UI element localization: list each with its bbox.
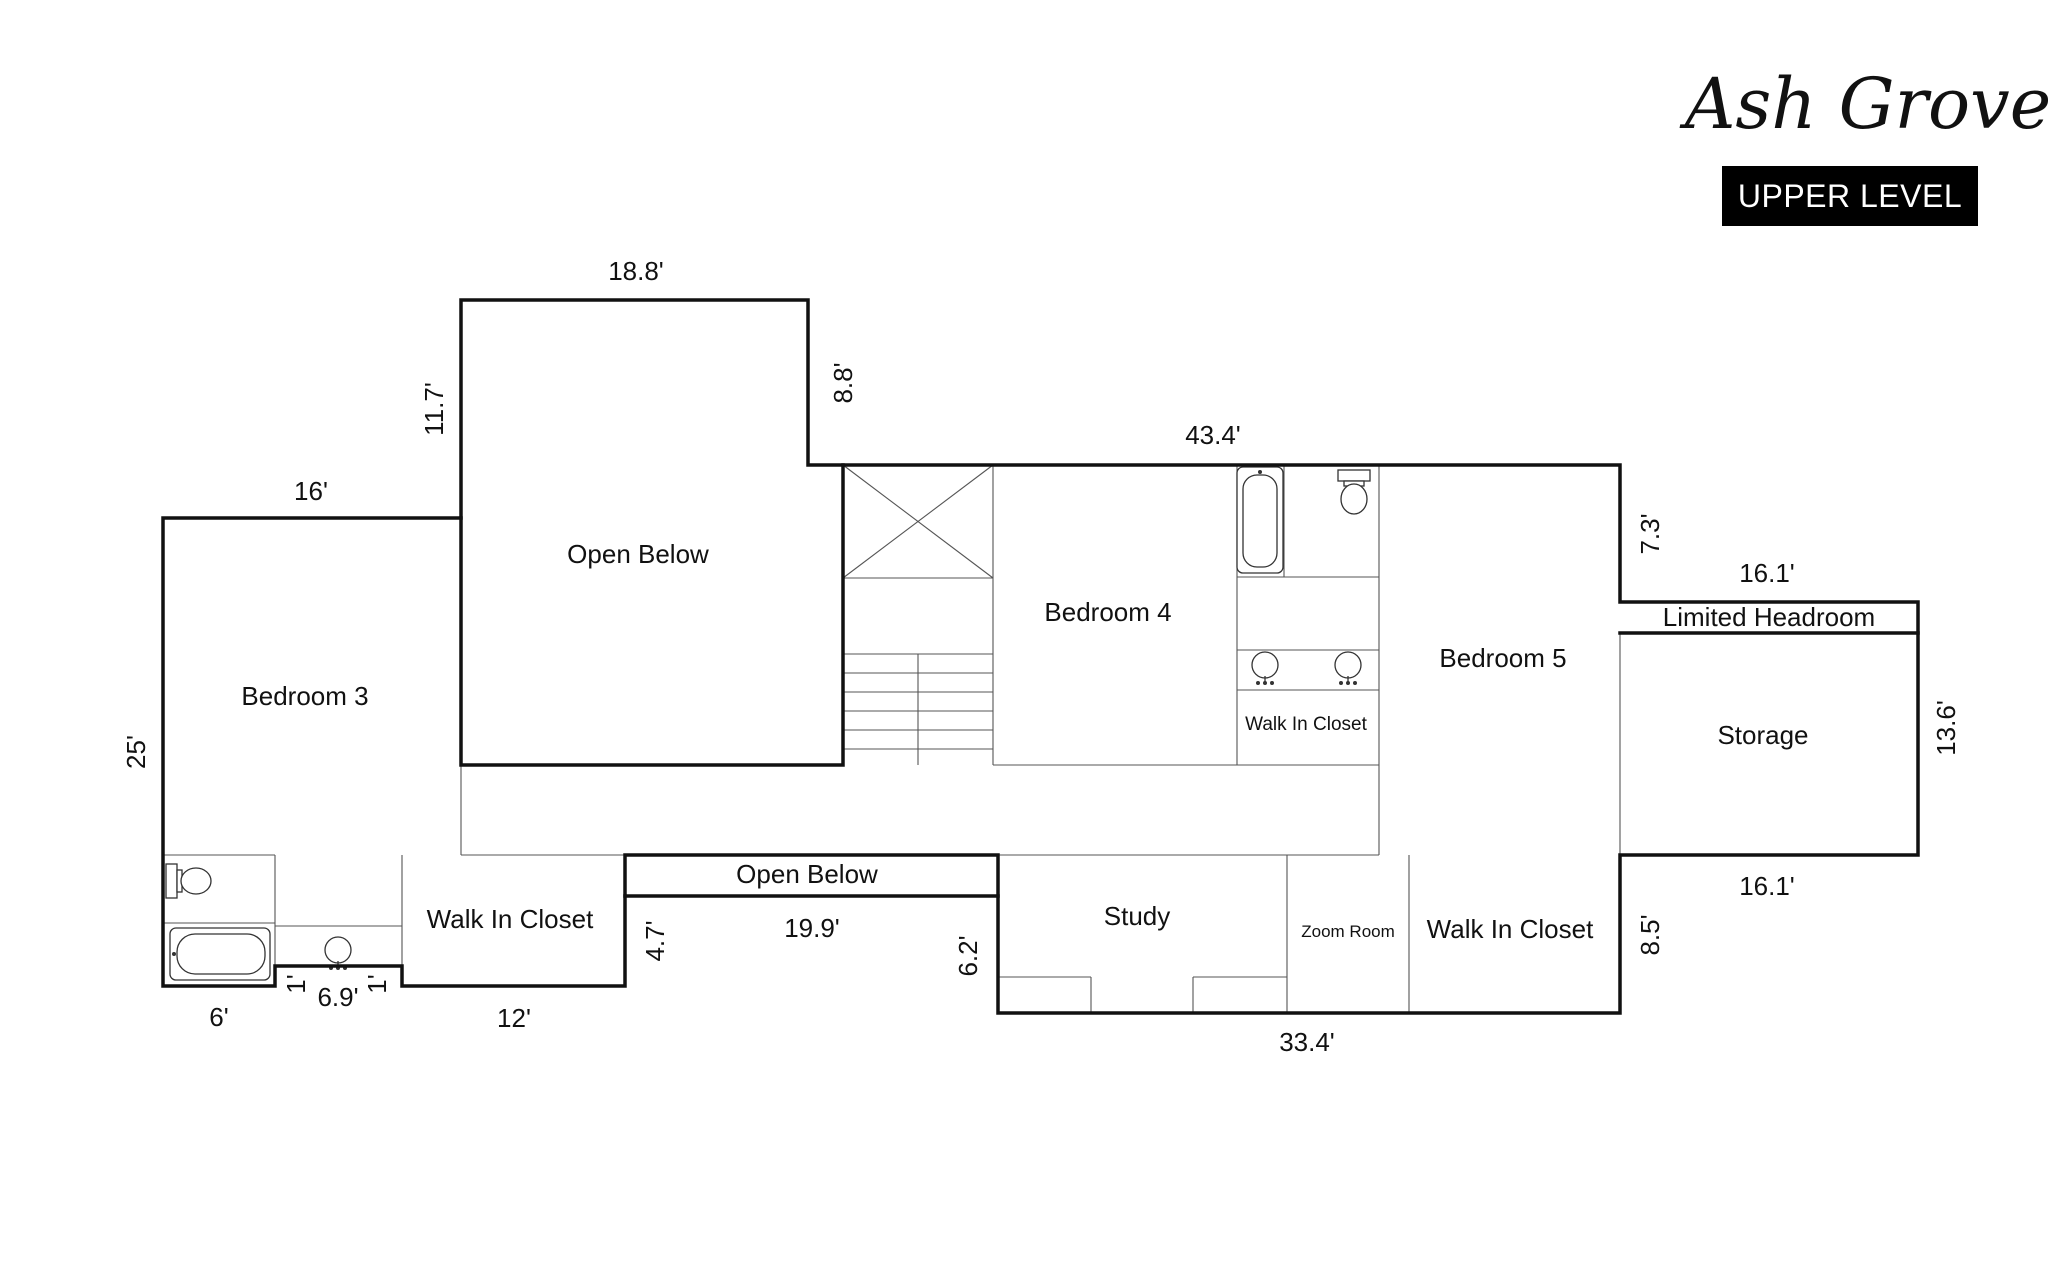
toilet-icon bbox=[1337, 469, 1371, 515]
bathtub-icon bbox=[1236, 466, 1284, 574]
room-label-storage: Storage bbox=[1717, 720, 1808, 750]
room-label-bedroom-3: Bedroom 3 bbox=[241, 681, 368, 711]
dimension-label: 1' bbox=[362, 974, 392, 993]
interior-lines bbox=[163, 464, 1621, 1013]
room-label-open-below: Open Below bbox=[567, 539, 709, 569]
dimension-label: 8.8' bbox=[828, 362, 858, 403]
dimension-label: 18.8' bbox=[608, 256, 664, 286]
dimension-label: 12' bbox=[497, 1003, 531, 1033]
double-sink-icon bbox=[1251, 651, 1362, 685]
room-label-walk-in-closet-left: Walk In Closet bbox=[427, 904, 594, 934]
dimension-label: 8.5' bbox=[1635, 914, 1665, 955]
dimension-label: 16.1' bbox=[1739, 558, 1795, 588]
exterior-walls bbox=[161, 298, 1920, 1015]
dimension-label: 7.3' bbox=[1635, 513, 1665, 554]
room-label-bedroom-4: Bedroom 4 bbox=[1044, 597, 1171, 627]
room-label-study: Study bbox=[1104, 901, 1171, 931]
level-badge-text: UPPER LEVEL bbox=[1738, 178, 1962, 214]
dimension-label: 16' bbox=[294, 476, 328, 506]
dimension-label: 13.6' bbox=[1931, 700, 1961, 756]
room-label-zoom-room: Zoom Room bbox=[1301, 922, 1395, 941]
dimension-label: 43.4' bbox=[1185, 420, 1241, 450]
room-label-limited-headroom: Limited Headroom bbox=[1663, 602, 1875, 632]
dimension-label: 33.4' bbox=[1279, 1027, 1335, 1057]
room-label-open-below-strip: Open Below bbox=[736, 859, 878, 889]
level-badge bbox=[1722, 166, 1978, 226]
dimension-label: 6' bbox=[209, 1002, 228, 1032]
dimension-label: 4.7' bbox=[640, 920, 670, 961]
dimension-label: 1' bbox=[281, 974, 311, 993]
dimension-label: 11.7' bbox=[419, 382, 449, 436]
dimension-label: 6.2' bbox=[953, 935, 983, 976]
brand-title: Ash Grove bbox=[1679, 63, 2048, 145]
toilet-icon bbox=[165, 863, 212, 899]
dimension-label: 25' bbox=[121, 735, 151, 769]
bathtub-icon bbox=[169, 927, 271, 981]
dimension-label: 6.9' bbox=[317, 982, 358, 1012]
room-label-walk-in-closet: Walk In Closet bbox=[1245, 714, 1367, 735]
room-label-walk-in-closet-right: Walk In Closet bbox=[1427, 914, 1594, 944]
room-label-bedroom-5: Bedroom 5 bbox=[1439, 643, 1566, 673]
sink-icon bbox=[324, 936, 352, 970]
dimension-label: 16.1' bbox=[1739, 871, 1795, 901]
dimension-label: 19.9' bbox=[784, 913, 840, 943]
